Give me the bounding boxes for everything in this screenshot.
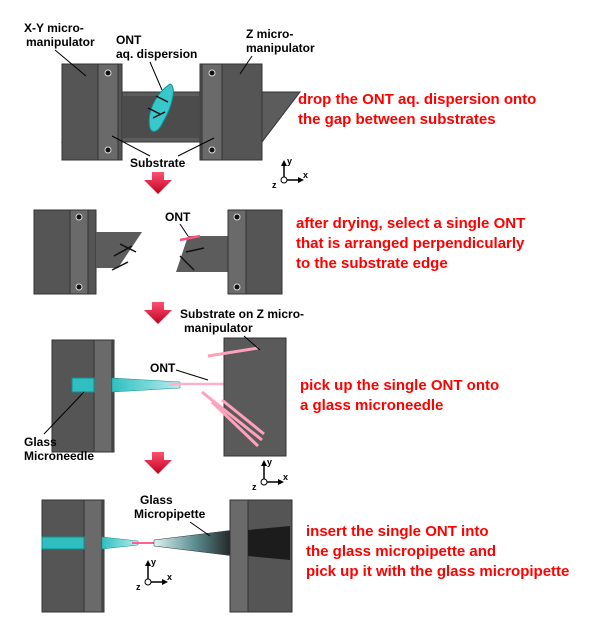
z-substrate-block bbox=[223, 337, 287, 457]
pointer-line bbox=[239, 55, 253, 75]
step4-desc-line3: pick up it with the glass micropipette bbox=[306, 563, 569, 580]
ont-strand bbox=[111, 261, 129, 271]
label-xy-line2: manipulator bbox=[26, 35, 95, 49]
step-arrow-icon bbox=[144, 302, 172, 324]
label-needle-line2: Microneedle bbox=[24, 449, 94, 463]
pointer-line bbox=[43, 391, 85, 435]
panel-3: Substrate on Z micro- manipulator ONT Gl… bbox=[24, 307, 499, 492]
label-ont: ONT bbox=[150, 361, 176, 375]
label-ont-line2: aq. dispersion bbox=[116, 47, 197, 61]
screw-icon bbox=[75, 283, 83, 291]
axis-y-label: y bbox=[267, 457, 272, 467]
glass-micropipette bbox=[153, 529, 235, 557]
z-clamp-bar bbox=[201, 63, 223, 161]
pipette-holder-bar bbox=[229, 499, 249, 613]
needle-holder-bar bbox=[83, 499, 103, 613]
loose-ont bbox=[207, 346, 259, 358]
screw-icon bbox=[75, 213, 83, 221]
needle-base bbox=[41, 536, 85, 550]
step1-desc-line1: drop the ONT aq. dispersion onto bbox=[298, 91, 536, 108]
loose-ont bbox=[201, 390, 263, 442]
axis-y-label: y bbox=[287, 156, 292, 166]
glass-microneedle bbox=[101, 536, 139, 550]
ont-strand bbox=[147, 107, 161, 115]
axis-gizmo: y x z bbox=[136, 557, 172, 592]
label-substrate-line2: manipulator bbox=[184, 321, 253, 335]
ont-strand bbox=[179, 255, 195, 271]
label-z-line1: Z micro- bbox=[246, 27, 293, 41]
ont-strand bbox=[185, 247, 205, 253]
step2-desc-line2: that is arranged perpendicularly bbox=[296, 235, 525, 252]
screw-icon bbox=[104, 146, 112, 154]
step3-desc-line1: pick up the single ONT onto bbox=[300, 377, 499, 394]
screw-icon bbox=[233, 213, 241, 221]
label-z-line2: manipulator bbox=[246, 41, 315, 55]
ont-droplet bbox=[148, 83, 174, 132]
axis-x-label: x bbox=[167, 572, 172, 582]
label-substrate-line1: Substrate on Z micro- bbox=[180, 307, 304, 321]
axis-z-label: z bbox=[272, 180, 277, 190]
panel-1: X-Y micro- manipulator ONT aq. dispersio… bbox=[24, 21, 536, 190]
needle-holder-bar bbox=[93, 339, 113, 453]
selected-ont bbox=[179, 234, 201, 242]
axis-gizmo: y x z bbox=[272, 156, 308, 190]
xy-clamp-bar bbox=[97, 63, 119, 161]
axis-x-label: x bbox=[283, 472, 288, 482]
axis-y-label: y bbox=[151, 557, 156, 567]
pointer-line bbox=[177, 137, 215, 157]
step-arrow-icon bbox=[144, 172, 172, 194]
ont-strand bbox=[113, 245, 133, 257]
step2-desc-line3: to the substrate edge bbox=[296, 255, 448, 272]
glass-microneedle bbox=[111, 377, 181, 393]
label-xy-line1: X-Y micro- bbox=[24, 21, 84, 35]
axis-gizmo: y x z bbox=[252, 457, 288, 492]
axis-z-label: z bbox=[136, 582, 141, 592]
ont-strand bbox=[152, 111, 166, 119]
left-substrate-edge bbox=[96, 232, 142, 268]
step-arrow-icon bbox=[144, 452, 172, 474]
pipette-shank bbox=[248, 526, 290, 560]
label-needle-line1: Glass bbox=[24, 435, 57, 449]
screw-icon bbox=[208, 146, 216, 154]
pointer-line bbox=[111, 135, 151, 157]
right-substrate-edge bbox=[176, 236, 230, 272]
panel-4: Glass Micropipette insert the single ONT… bbox=[41, 493, 569, 613]
needle-base bbox=[71, 377, 95, 393]
step4-desc-line1: insert the single ONT into bbox=[306, 523, 489, 540]
screw-icon bbox=[233, 283, 241, 291]
step1-desc-line2: the gap between substrates bbox=[298, 111, 496, 128]
axis-x-label: x bbox=[303, 170, 308, 180]
axis-z-label: z bbox=[252, 482, 257, 492]
pointer-line bbox=[175, 369, 209, 381]
left-clamp-bar bbox=[69, 209, 89, 295]
ont-strand bbox=[155, 95, 169, 103]
loose-ont bbox=[221, 398, 265, 436]
right-clamp-bar bbox=[227, 209, 247, 295]
pointer-line bbox=[243, 335, 261, 351]
label-pipette-line2: Micropipette bbox=[134, 507, 206, 521]
pointer-line bbox=[54, 49, 87, 77]
label-ont-line1: ONT bbox=[116, 33, 142, 47]
step3-desc-line2: a glass microneedle bbox=[300, 397, 443, 414]
panel-2: ONT after drying, select a single ONT th… bbox=[33, 209, 525, 295]
step4-desc-line2: the glass micropipette and bbox=[306, 543, 496, 560]
label-pipette-line1: Glass bbox=[140, 493, 173, 507]
pointer-line bbox=[149, 61, 163, 91]
screw-icon bbox=[208, 69, 216, 77]
pointer-line bbox=[189, 521, 211, 537]
label-ont: ONT bbox=[165, 210, 191, 224]
step2-desc-line1: after drying, select a single ONT bbox=[296, 215, 525, 232]
screw-icon bbox=[104, 69, 112, 77]
loose-ont bbox=[210, 400, 260, 448]
label-substrate: Substrate bbox=[130, 156, 186, 170]
pointer-line bbox=[179, 223, 189, 237]
